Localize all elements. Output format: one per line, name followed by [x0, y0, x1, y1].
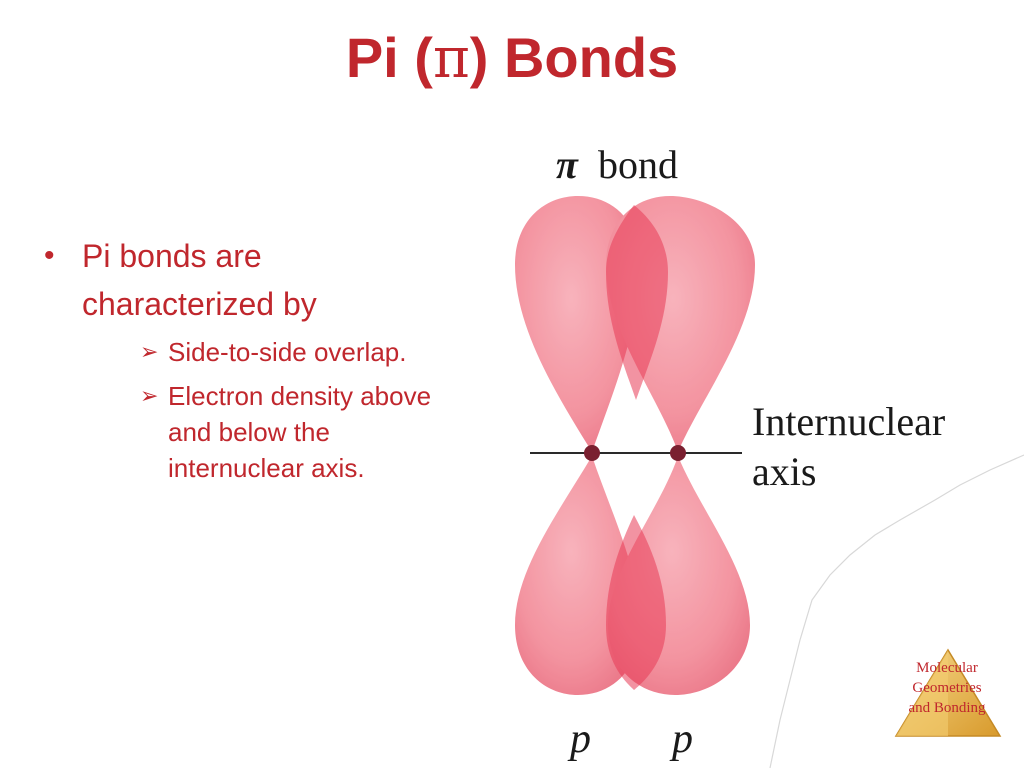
- orbital-label-left: p: [567, 716, 591, 762]
- nucleus-left: [584, 445, 600, 461]
- sub-bullet-list: ➢ Side-to-side overlap. ➢ Electron densi…: [82, 334, 462, 486]
- overlap-region-lower: [606, 515, 666, 690]
- slide-title: Pi (π) Bonds: [0, 26, 1024, 91]
- logo-text: Molecular Geometries and Bonding: [872, 658, 1022, 718]
- axis-label-line2: axis: [752, 449, 816, 494]
- background-crack-line: [769, 454, 1024, 768]
- bullet-list: • Pi bonds are characterized by ➢ Side-t…: [42, 232, 462, 494]
- title-pi-symbol: π: [432, 26, 470, 91]
- title-prefix: Pi (: [345, 26, 433, 89]
- nucleus-right: [670, 445, 686, 461]
- overlap-region-upper: [606, 205, 668, 400]
- sub-bullet-item: ➢ Electron density above and below the i…: [82, 378, 462, 486]
- sub-bullet-text: Electron density above and below the int…: [168, 381, 432, 483]
- arrow-bullet-icon: ➢: [140, 383, 159, 408]
- arrow-bullet-icon: ➢: [140, 339, 159, 364]
- bond-pi-symbol: π: [556, 142, 579, 187]
- orbital-label-right: p: [669, 716, 693, 762]
- molecular-geometry-logo-icon: [894, 648, 1002, 737]
- logo-line1: Molecular: [916, 660, 978, 676]
- bond-label: bond: [598, 142, 678, 187]
- sub-bullet-text: Side-to-side overlap.: [168, 337, 407, 367]
- title-suffix: ) Bonds: [469, 26, 679, 89]
- bullet-main: • Pi bonds are characterized by ➢ Side-t…: [42, 232, 462, 486]
- bullet-main-text: Pi bonds are characterized by: [82, 238, 317, 322]
- axis-label-line1: Internuclear: [752, 399, 945, 444]
- logo-line3: and Bonding: [908, 700, 986, 716]
- bullet-dot-icon: •: [44, 239, 55, 272]
- logo-line2: Geometries: [912, 680, 982, 696]
- sub-bullet-item: ➢ Side-to-side overlap.: [82, 334, 462, 370]
